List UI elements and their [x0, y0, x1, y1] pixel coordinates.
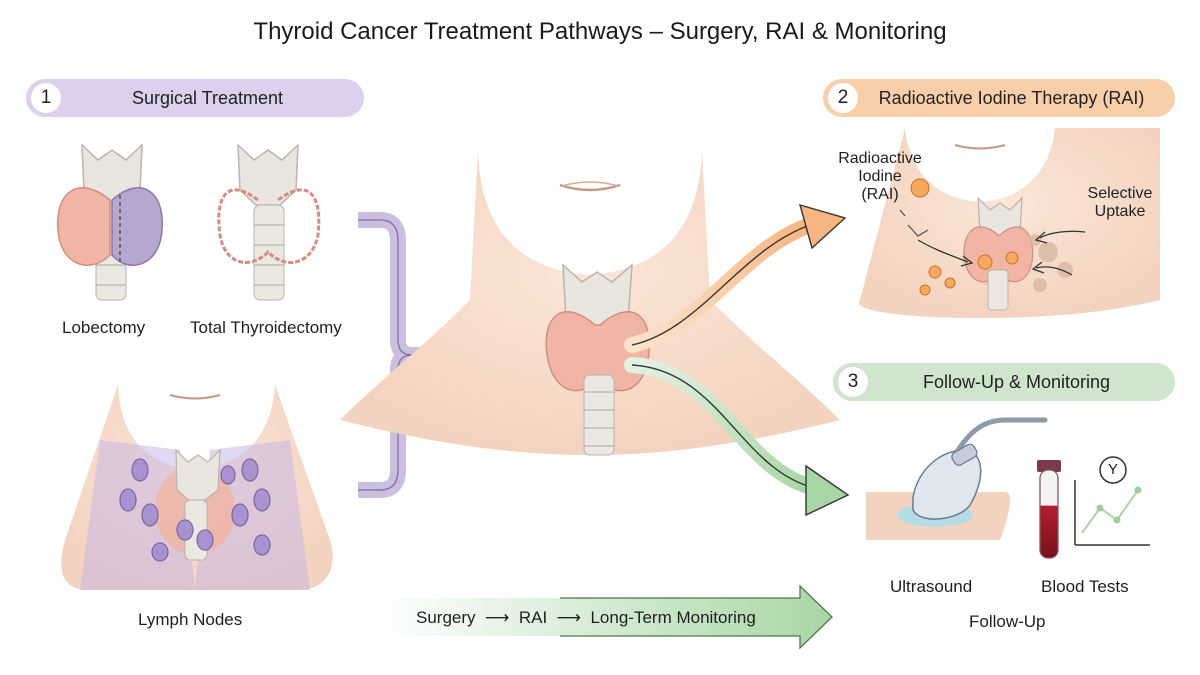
arrow-right-icon: ⟶ [552, 608, 586, 627]
pathway-steps: Surgery ⟶ RAI ⟶ Long-Term Monitoring [416, 608, 756, 628]
blood-test-illustration [1037, 457, 1150, 558]
lymph-nodes-label: Lymph Nodes [138, 610, 242, 630]
section-number: 2 [828, 83, 858, 113]
arrow-right-icon: ⟶ [480, 608, 514, 627]
rai-label-line1: Radioactive [830, 150, 930, 168]
ultrasound-label: Ultrasound [890, 577, 972, 597]
lobectomy-label: Lobectomy [62, 318, 145, 338]
section-label: Surgical Treatment [61, 88, 364, 109]
central-neck-illustration [340, 150, 840, 455]
blood-tests-label: Blood Tests [1041, 577, 1129, 597]
pathway-step-monitoring: Long-Term Monitoring [590, 608, 755, 627]
pathway-step-rai: RAI [519, 608, 547, 627]
section-label: Radioactive Iodine Therapy (RAI) [858, 88, 1175, 109]
section-number: 1 [31, 83, 61, 113]
page-title: Thyroid Cancer Treatment Pathways – Surg… [0, 18, 1200, 46]
rai-label-line2: Iodine [830, 168, 930, 186]
lymph-nodes-illustration [61, 385, 332, 590]
lobectomy-illustration [58, 145, 162, 300]
selective-uptake-line1: Selective [1075, 185, 1165, 203]
section-number: 3 [838, 367, 868, 397]
total-thyroidectomy-illustration [219, 145, 319, 300]
y-marker: Y [1103, 461, 1123, 478]
rai-label-line3: (RAI) [830, 186, 930, 204]
pathway-step-surgery: Surgery [416, 608, 476, 627]
total-thyroidectomy-label: Total Thyroidectomy [190, 318, 342, 338]
section-label: Follow-Up & Monitoring [868, 372, 1175, 393]
selective-uptake-line2: Uptake [1075, 203, 1165, 221]
section-surgical-pill: 1 Surgical Treatment [26, 79, 364, 117]
ultrasound-illustration [866, 420, 1045, 540]
section-followup-pill: 3 Follow-Up & Monitoring [833, 363, 1175, 401]
follow-up-label: Follow-Up [969, 612, 1046, 632]
section-rai-pill: 2 Radioactive Iodine Therapy (RAI) [823, 79, 1175, 117]
